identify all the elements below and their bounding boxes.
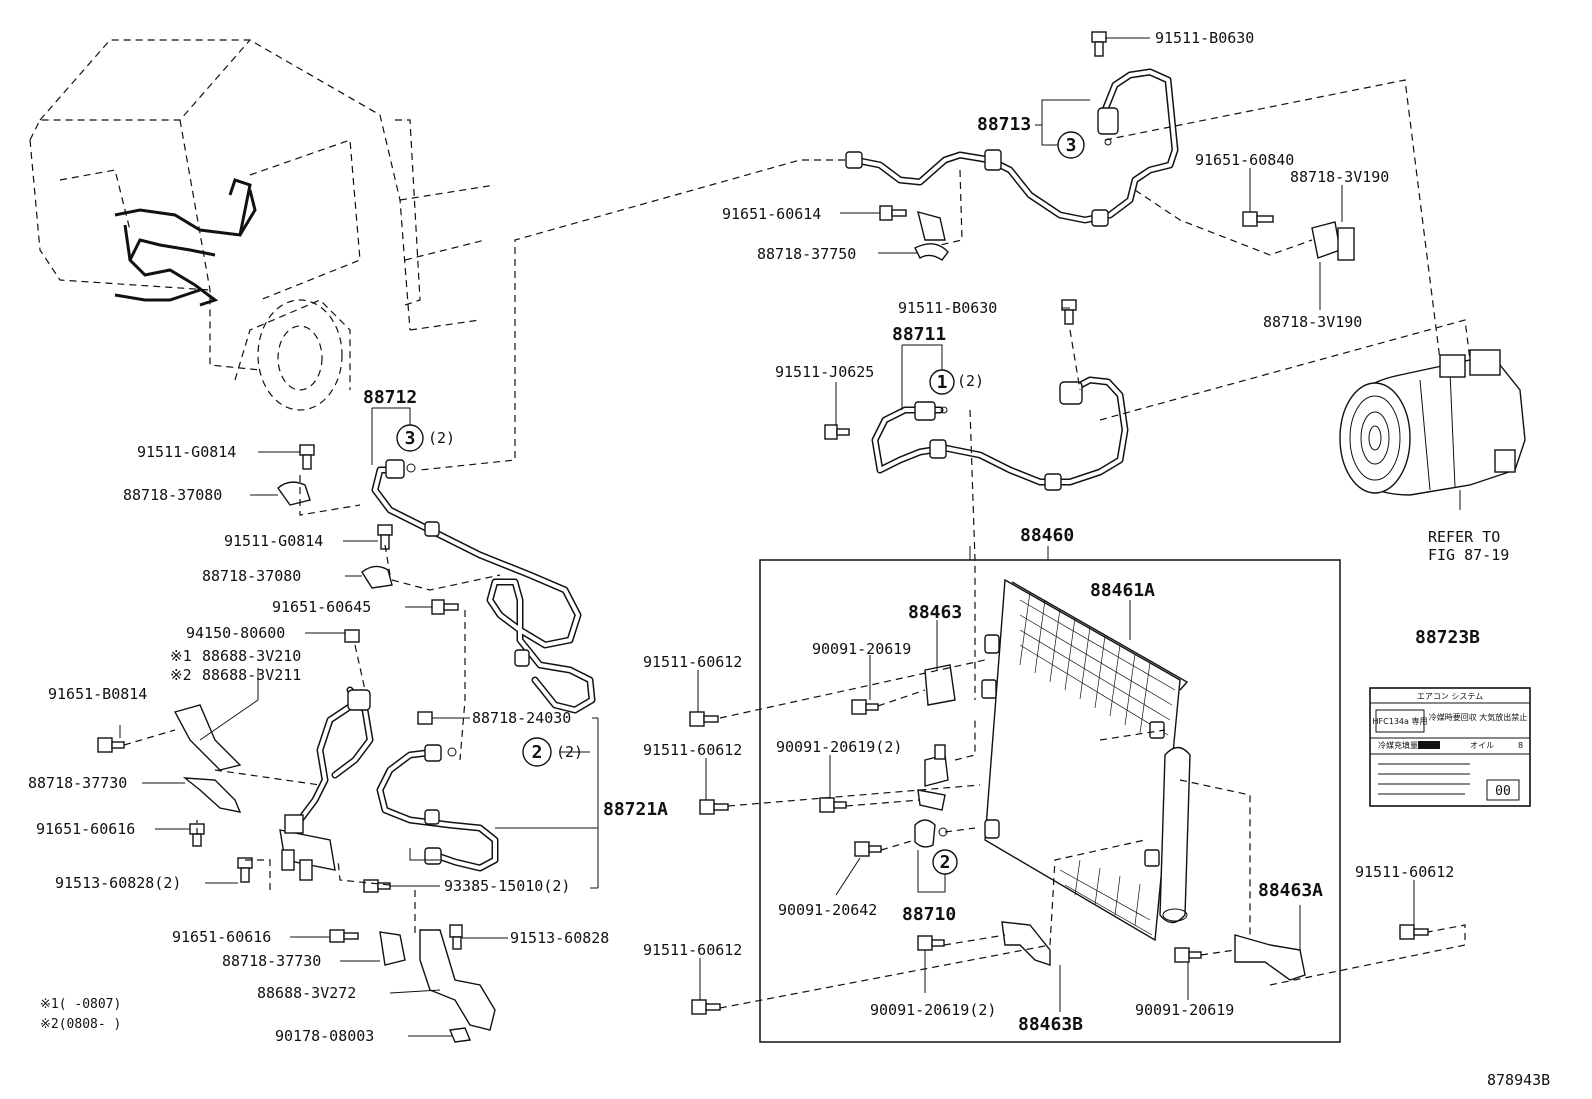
diagram-id: 878943B bbox=[1487, 1071, 1550, 1089]
label-91651-60645: 91651-60645 bbox=[272, 598, 371, 616]
hose-88711 bbox=[871, 376, 1129, 491]
callout-3-left: 3 bbox=[396, 424, 424, 452]
label-90091-20619-2a: 90091-20619(2) bbox=[776, 738, 902, 756]
label-88718-24030: 88718-24030 bbox=[472, 709, 571, 727]
hose-88713 bbox=[845, 68, 1179, 227]
label-90091-20619-b: 90091-20619 bbox=[1135, 1001, 1234, 1019]
svg-text:3: 3 bbox=[1066, 135, 1077, 156]
part-labels: 91511-B0630 88713 91651-60840 88718-3V19… bbox=[28, 29, 1550, 1089]
label-88718-37080-b: 88718-37080 bbox=[202, 567, 301, 585]
label-88718-37730-a: 88718-37730 bbox=[28, 774, 127, 792]
label-88463A: 88463A bbox=[1258, 880, 1323, 901]
label-88688-3V211: 88688-3V211 bbox=[202, 666, 301, 684]
label-88723B: 88723B bbox=[1415, 627, 1480, 648]
hardware bbox=[97, 31, 1429, 1043]
label-mark-1: ※1 bbox=[170, 647, 192, 665]
note-1: ※1( -0807) bbox=[40, 997, 121, 1012]
label-mark-2: ※2 bbox=[170, 666, 192, 684]
label-91511-B0630-top: 91511-B0630 bbox=[1155, 29, 1254, 47]
label-91651-B0814: 91651-B0814 bbox=[48, 685, 147, 703]
label-91511-G0814-b: 91511-G0814 bbox=[224, 532, 323, 550]
svg-text:冷媒時要回収 大気放出禁止: 冷媒時要回収 大気放出禁止 bbox=[1429, 712, 1528, 722]
svg-text:00: 00 bbox=[1495, 784, 1511, 799]
label-88712: 88712 bbox=[363, 387, 417, 408]
label-90178-08003: 90178-08003 bbox=[275, 1027, 374, 1045]
label-qty-2-b: (2) bbox=[428, 429, 455, 447]
label-88463: 88463 bbox=[908, 602, 962, 623]
label-91651-60616-a: 91651-60616 bbox=[36, 820, 135, 838]
label-91511-60612-a: 91511-60612 bbox=[643, 653, 742, 671]
label-90091-20619-2b: 90091-20619(2) bbox=[870, 1001, 996, 1019]
label-88718-3V190-b: 88718-3V190 bbox=[1263, 313, 1362, 331]
label-88718-37750: 88718-37750 bbox=[757, 245, 856, 263]
hose-88712 bbox=[371, 459, 596, 714]
label-93385-15010: 93385-15010(2) bbox=[444, 877, 570, 895]
label-88711: 88711 bbox=[892, 324, 946, 345]
label-88463B: 88463B bbox=[1018, 1014, 1083, 1035]
label-refer-to: REFER TO bbox=[1428, 528, 1500, 546]
label-91513-60828-2: 91513-60828(2) bbox=[55, 874, 181, 892]
callout-3-top: 3 bbox=[1057, 131, 1085, 159]
svg-text:HFC134a 専用: HFC134a 専用 bbox=[1373, 716, 1428, 726]
svg-text:エアコン システム: エアコン システム bbox=[1417, 692, 1483, 701]
svg-text:2: 2 bbox=[532, 742, 543, 763]
svg-text:1: 1 bbox=[937, 372, 948, 393]
label-88710: 88710 bbox=[902, 904, 956, 925]
label-88688-3V210: 88688-3V210 bbox=[202, 647, 301, 665]
label-qty-2-c: (2) bbox=[556, 743, 583, 761]
label-91511-G0814-a: 91511-G0814 bbox=[137, 443, 236, 461]
callouts: 3 3 1 2 2 bbox=[396, 131, 1085, 875]
label-90091-20642: 90091-20642 bbox=[778, 901, 877, 919]
label-88718-37730-b: 88718-37730 bbox=[222, 952, 321, 970]
label-88461A: 88461A bbox=[1090, 580, 1155, 601]
label-91511-60612-c: 91511-60612 bbox=[643, 941, 742, 959]
label-91513-60828: 91513-60828 bbox=[510, 929, 609, 947]
label-88718-37080-a: 88718-37080 bbox=[123, 486, 222, 504]
label-94150-80600: 94150-80600 bbox=[186, 624, 285, 642]
label-91651-60840: 91651-60840 bbox=[1195, 151, 1294, 169]
condenser-core-grid bbox=[1019, 591, 1176, 936]
vehicle-outline bbox=[29, 39, 496, 411]
label-91511-60612-b: 91511-60612 bbox=[643, 741, 742, 759]
label-90091-20619-a: 90091-20619 bbox=[812, 640, 911, 658]
note-2: ※2(0808- ) bbox=[40, 1017, 121, 1032]
label-qty-2-a: (2) bbox=[957, 372, 984, 390]
label-88688-3V272: 88688-3V272 bbox=[257, 984, 356, 1002]
svg-text:2: 2 bbox=[940, 852, 951, 873]
hose-88721A bbox=[279, 463, 499, 881]
ac-label-sticker: エアコン システム HFC134a 専用 冷媒時要回収 大気放出禁止 冷媒充填量… bbox=[1369, 687, 1531, 807]
callout-2-mid: 2 bbox=[932, 849, 958, 875]
label-91511-B0630-mid: 91511-B0630 bbox=[898, 299, 997, 317]
label-88718-3V190-a: 88718-3V190 bbox=[1290, 168, 1389, 186]
svg-text:オイル: オイル bbox=[1470, 741, 1494, 750]
label-88713: 88713 bbox=[977, 114, 1031, 135]
label-88460: 88460 bbox=[1020, 525, 1074, 546]
label-91511-J0625: 91511-J0625 bbox=[775, 363, 874, 381]
svg-text:3: 3 bbox=[405, 428, 416, 449]
label-91651-60614: 91651-60614 bbox=[722, 205, 821, 223]
label-refer-fig: FIG 87-19 bbox=[1428, 546, 1509, 564]
leader-lines bbox=[119, 37, 1415, 1037]
callout-1: 1 bbox=[929, 369, 955, 395]
label-91651-60616-b: 91651-60616 bbox=[172, 928, 271, 946]
compressor bbox=[1339, 349, 1526, 510]
svg-text:8: 8 bbox=[1518, 741, 1523, 750]
condenser-assembly bbox=[759, 559, 1341, 1043]
callout-2-left: 2 bbox=[522, 737, 552, 767]
relation-lines bbox=[123, 79, 1471, 1009]
label-91511-60612-d: 91511-60612 bbox=[1355, 863, 1454, 881]
label-88721A: 88721A bbox=[603, 799, 668, 820]
svg-text:冷媒充填量: 冷媒充填量 bbox=[1378, 740, 1418, 750]
